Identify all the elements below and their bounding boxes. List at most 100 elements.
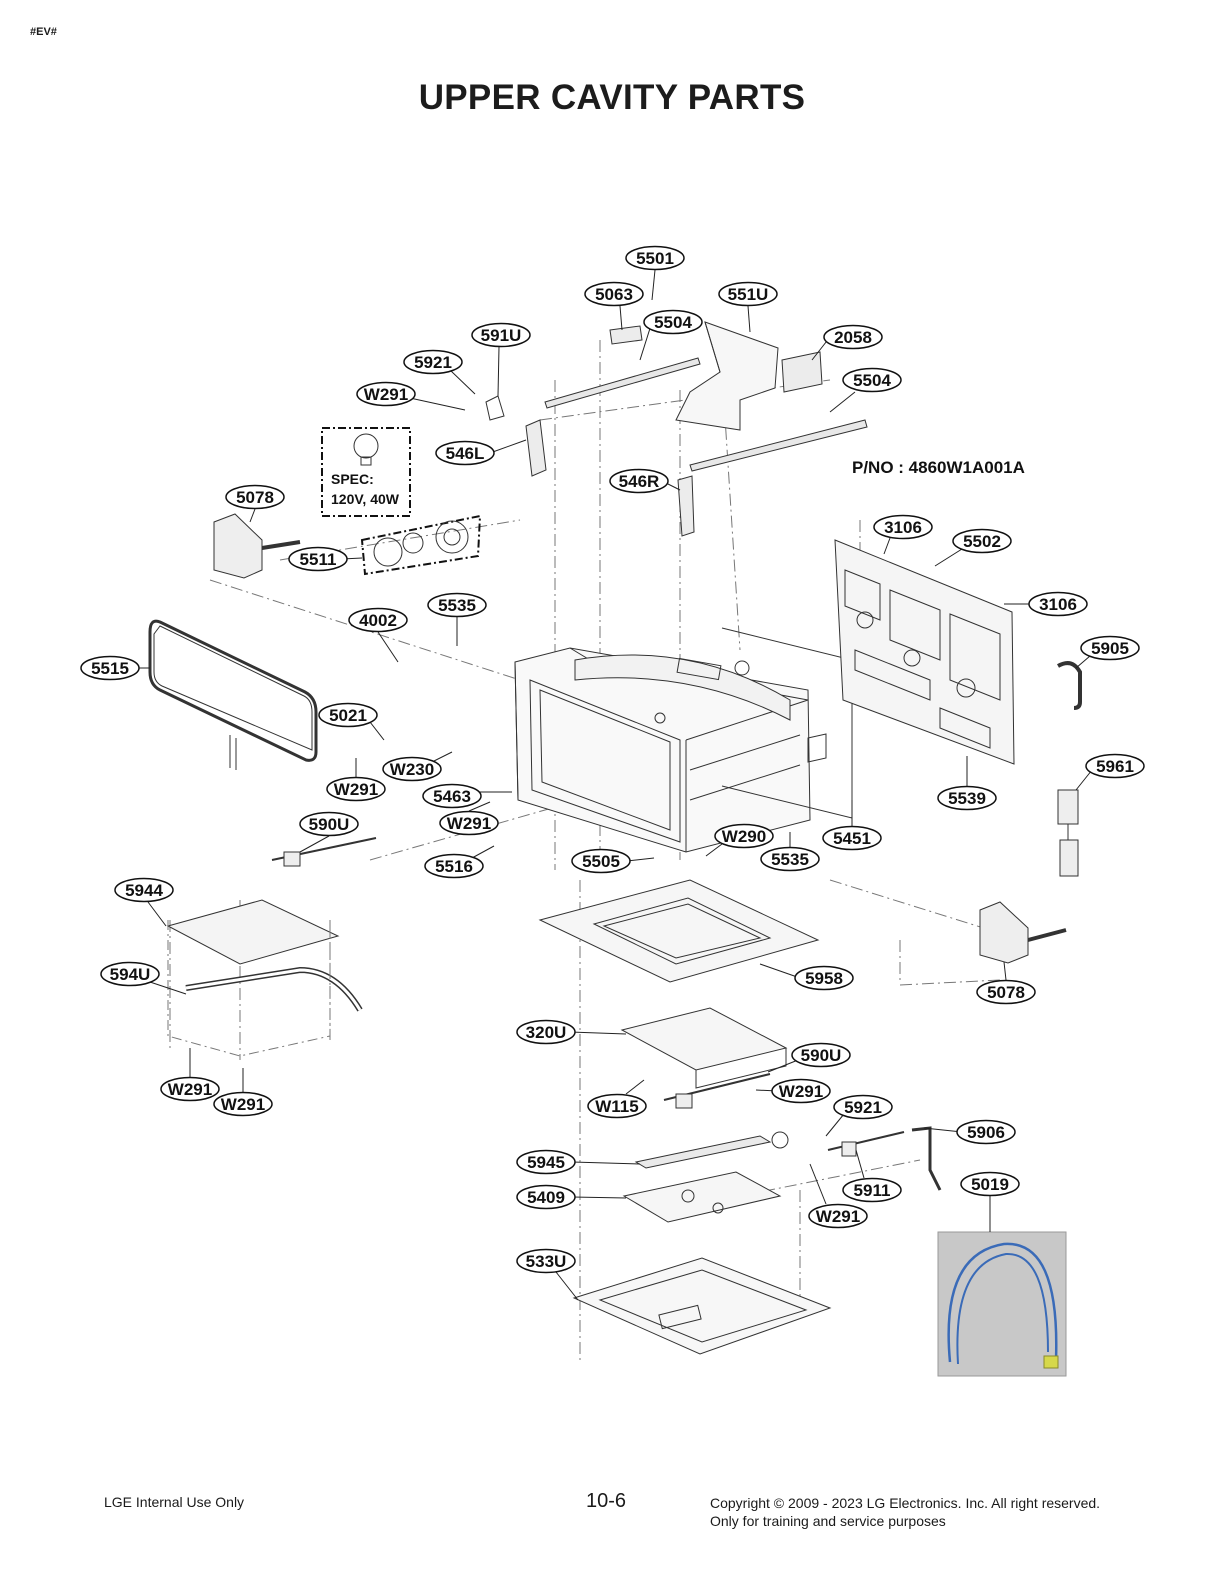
leader-line — [409, 397, 466, 411]
tube-5905 — [1057, 661, 1082, 710]
part-callout-5921: 5921 — [833, 1094, 893, 1120]
callout-label: 546L — [446, 444, 485, 463]
leader-line — [569, 1031, 627, 1035]
callout-bubble — [516, 1184, 576, 1210]
leader-line — [923, 1127, 963, 1133]
part-callout-320u: 320U — [516, 1019, 576, 1045]
leader-line — [619, 305, 623, 331]
part-callout-5019: 5019 — [960, 1171, 1020, 1197]
copyright-line: Copyright © 2009 - 2023 LG Electronics. … — [710, 1495, 1101, 1511]
part-callout-w291: W291 — [213, 1091, 273, 1117]
callout-bubble — [160, 1076, 220, 1102]
callout-label: 5505 — [582, 852, 620, 871]
lamp-assembly-box — [360, 514, 482, 576]
part-callout-5516: 5516 — [424, 853, 484, 879]
callout-bubble — [791, 1042, 851, 1068]
part-callout-591u: 591U — [471, 322, 531, 348]
document-code-tag: #EV# — [30, 26, 57, 38]
callout-label: 5911 — [854, 1181, 891, 1200]
callout-bubble — [960, 1171, 1020, 1197]
callout-bubble — [823, 324, 883, 350]
callout-label: 5539 — [948, 789, 986, 808]
leader-line — [825, 1113, 845, 1137]
callout-bubble — [771, 1078, 831, 1104]
callout-bubble — [439, 810, 499, 836]
part-callout-5504: 5504 — [842, 367, 902, 393]
callout-bubble — [427, 592, 487, 618]
part-callout-3106: 3106 — [873, 514, 933, 540]
part-callout-w115: W115 — [587, 1093, 647, 1119]
callout-bubble — [571, 848, 631, 874]
lamp-spec-line1: SPEC: — [331, 471, 374, 487]
part-callout-5921: 5921 — [403, 349, 463, 375]
part-callout-546l: 546L — [435, 440, 495, 466]
part-callout-w290: W290 — [714, 823, 774, 849]
leader-line — [934, 548, 963, 567]
callout-label: 5945 — [527, 1153, 565, 1172]
callout-label: 5502 — [963, 532, 1001, 551]
part-callout-5451: 5451 — [822, 825, 882, 851]
callout-bubble — [873, 514, 933, 540]
part-callout-2058: 2058 — [823, 324, 883, 350]
callout-label: W291 — [779, 1082, 823, 1101]
callout-bubble — [299, 811, 359, 837]
plate-5409 — [622, 1171, 782, 1223]
callout-bubble — [976, 979, 1036, 1005]
callout-label: 5535 — [438, 596, 476, 615]
callout-bubble — [435, 440, 495, 466]
burner-5945 — [634, 1135, 772, 1169]
callout-label: 5921 — [844, 1098, 882, 1117]
callout-label: 3106 — [884, 518, 922, 537]
part-callout-5945: 5945 — [516, 1149, 576, 1175]
callout-bubble — [952, 528, 1012, 554]
callout-bubble — [833, 1094, 893, 1120]
callout-label: 5451 — [833, 829, 871, 848]
leader-line — [571, 1196, 627, 1199]
callout-label: 5504 — [654, 313, 692, 332]
part-callout-5539: 5539 — [937, 785, 997, 811]
part-callout-w291: W291 — [439, 810, 499, 836]
rail-lower — [689, 419, 868, 472]
callout-label: W291 — [334, 780, 378, 799]
callout-label: 5515 — [91, 659, 129, 678]
callout-bubble — [516, 1248, 576, 1274]
callout-label: 5944 — [125, 881, 163, 900]
callout-label: W290 — [722, 827, 766, 846]
leader-line — [705, 843, 723, 857]
callout-label: 533U — [526, 1252, 567, 1271]
callout-bubble — [318, 702, 378, 728]
callout-label: 546R — [619, 472, 660, 491]
part-callout-5511: 5511 — [288, 546, 348, 572]
callout-label: W291 — [364, 385, 408, 404]
part-callout-5961: 5961 — [1085, 753, 1145, 779]
leader-line — [377, 631, 399, 663]
part-callout-5505: 5505 — [571, 848, 631, 874]
leader-line — [809, 1163, 827, 1205]
part-callout-5078: 5078 — [976, 979, 1036, 1005]
callout-label: 5463 — [433, 787, 471, 806]
lamp-spec-box — [321, 427, 411, 517]
callout-bubble — [1028, 591, 1088, 617]
part-callout-5911: 5911 — [842, 1177, 902, 1203]
callout-label: 5511 — [300, 550, 337, 569]
callout-bubble — [718, 281, 778, 307]
leader-line — [829, 391, 856, 413]
callout-label: 5905 — [1091, 639, 1129, 658]
oven-cavity — [514, 647, 827, 853]
part-callout-5504: 5504 — [643, 309, 703, 335]
callout-label: 5501 — [636, 249, 674, 268]
leader-line — [1075, 655, 1091, 669]
leader-line — [149, 981, 187, 995]
callout-bubble — [822, 825, 882, 851]
callout-bubble — [422, 783, 482, 809]
callout-bubble — [587, 1093, 647, 1119]
callout-bubble — [842, 367, 902, 393]
callout-label: 5078 — [987, 983, 1025, 1002]
page-title: UPPER CAVITY PARTS — [418, 78, 806, 117]
callout-label: 5516 — [435, 857, 473, 876]
part-callout-5501: 5501 — [625, 245, 685, 271]
part-callout-5944: 5944 — [114, 877, 174, 903]
part-callout-5502: 5502 — [952, 528, 1012, 554]
lamp-bulb-icon — [353, 433, 379, 459]
callout-label: W291 — [221, 1095, 265, 1114]
